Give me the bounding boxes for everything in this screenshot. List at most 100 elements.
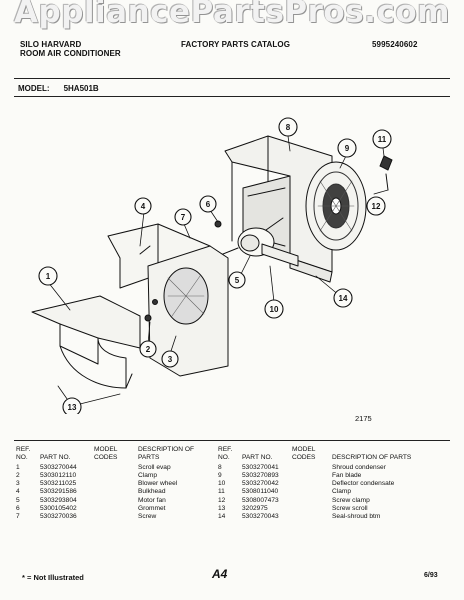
model-code: [292, 472, 332, 480]
model-code: [94, 488, 138, 496]
ref-no-header: REF. NO.: [218, 446, 233, 462]
callout-2-label: 2: [146, 345, 151, 354]
figure-number: 2175: [355, 414, 372, 423]
ref-no: 13: [218, 504, 226, 512]
part-no: 5303012110: [40, 472, 77, 480]
callout-5-label: 5: [235, 276, 240, 285]
part-description: Seal-shroud btm: [332, 512, 381, 520]
table-row: 4 5303291586 Bulkhead: [16, 488, 214, 496]
table-row: 5 5303293804 Motor fan: [16, 497, 214, 505]
part-no: 5303270042: [242, 480, 279, 488]
brand-name: SILO HARVARD: [20, 40, 82, 49]
callout-12-label: 12: [372, 202, 381, 211]
ref-no: 8: [218, 464, 222, 472]
model-value: 5HA501B: [63, 84, 99, 93]
ref-no: 5: [16, 496, 20, 504]
model-code: [292, 480, 332, 488]
callout-3: [161, 350, 179, 368]
callout-7-label: 7: [181, 213, 186, 222]
ref-no: 7: [16, 512, 20, 520]
ref-no: 3: [16, 480, 20, 488]
part-no: 3202975: [242, 504, 268, 512]
model-code: [94, 464, 138, 472]
ref-no: 1: [16, 464, 20, 472]
part-no: 5303291586: [40, 488, 77, 496]
ref-no: 12: [218, 496, 226, 504]
description-header: DESCRIPTION OF PARTS: [332, 454, 412, 462]
callout-12: [366, 196, 386, 216]
part-no: 5303293804: [40, 496, 77, 504]
callout-5: [228, 271, 246, 289]
page-number: A4: [212, 567, 228, 581]
callout-1: [38, 266, 58, 286]
callout-13: [62, 397, 82, 414]
ref-no: 11: [218, 488, 225, 496]
callout-10: [264, 299, 284, 319]
ref-no: 9: [218, 472, 222, 480]
table-row: 1 5303270044 Scroll evap: [16, 464, 214, 472]
part-description: Grommet: [138, 504, 166, 512]
callout-6-label: 6: [206, 200, 211, 209]
part-description: Bulkhead: [138, 488, 166, 496]
exploded-parts-diagram: 1 2 3 4 5 6 7 8 9 10 11 12 13 14: [31, 117, 393, 414]
part-description: Blower wheel: [138, 480, 178, 488]
watermark: AppliancePartsPros.com: [14, 0, 450, 30]
part-no: 5308011040: [242, 488, 279, 496]
model-line: MODEL: 5HA501B: [18, 84, 113, 93]
model-codes-header: MODEL CODES: [94, 446, 118, 462]
callout-6: [199, 195, 217, 213]
part-description: Fan blade: [332, 472, 362, 480]
parts-table-right: REF. NO. PART NO. MODEL CODES DESCRIPTIO…: [218, 446, 432, 521]
part-description: Scroll evap: [138, 464, 171, 472]
part-description: Motor fan: [138, 496, 166, 504]
part-no: 5303270043: [242, 512, 279, 520]
header-rule: [14, 78, 450, 79]
model-code: [94, 497, 138, 505]
callout-8: [278, 117, 298, 137]
model-code: [292, 488, 332, 496]
small-parts: [144, 155, 393, 322]
table-row: 14 5303270043 Seal-shroud btm: [218, 513, 432, 521]
callout-11: [372, 129, 392, 149]
part-no: 5303270893: [242, 472, 279, 480]
ref-no: 6: [16, 504, 20, 512]
model-code: [292, 497, 332, 505]
part-no: 5303270044: [40, 464, 77, 472]
callout-10-label: 10: [270, 305, 279, 314]
part-description: Deflector condensate: [332, 480, 395, 488]
parts-table-left: REF. NO. PART NO. MODEL CODES DESCRIPTIO…: [16, 446, 214, 521]
ref-no: 14: [218, 512, 226, 520]
model-code: [94, 480, 138, 488]
model-label: MODEL:: [18, 84, 50, 93]
model-code: [292, 513, 332, 521]
not-illustrated-note: * = Not Illustrated: [22, 573, 84, 582]
table-top-rule: [14, 440, 450, 441]
callout-11-label: 11: [378, 135, 387, 144]
table-row: 9 5303270893 Fan blade: [218, 472, 432, 480]
part-description: Screw scroll: [332, 504, 368, 512]
catalog-title: FACTORY PARTS CATALOG: [181, 40, 291, 49]
ref-no: 4: [16, 488, 20, 496]
callout-14-label: 14: [339, 294, 348, 303]
model-rule: [14, 96, 450, 97]
callout-9: [337, 138, 357, 158]
callout-13-label: 13: [68, 403, 77, 412]
callout-4-label: 4: [141, 202, 146, 211]
callout-1-label: 1: [46, 272, 51, 281]
catalog-number: 5995240602: [372, 40, 418, 49]
part-no-header: PART NO.: [40, 454, 71, 462]
callout-2: [139, 340, 157, 358]
product-name: ROOM AIR CONDITIONER: [20, 49, 121, 58]
table-row: 13 3202975 Screw scroll: [218, 505, 432, 513]
callout-7: [174, 208, 192, 226]
part-no: 5303270041: [242, 464, 279, 472]
part-no: 5303270036: [40, 512, 77, 520]
part-description: Screw clamp: [332, 496, 370, 504]
model-code: [94, 505, 138, 513]
